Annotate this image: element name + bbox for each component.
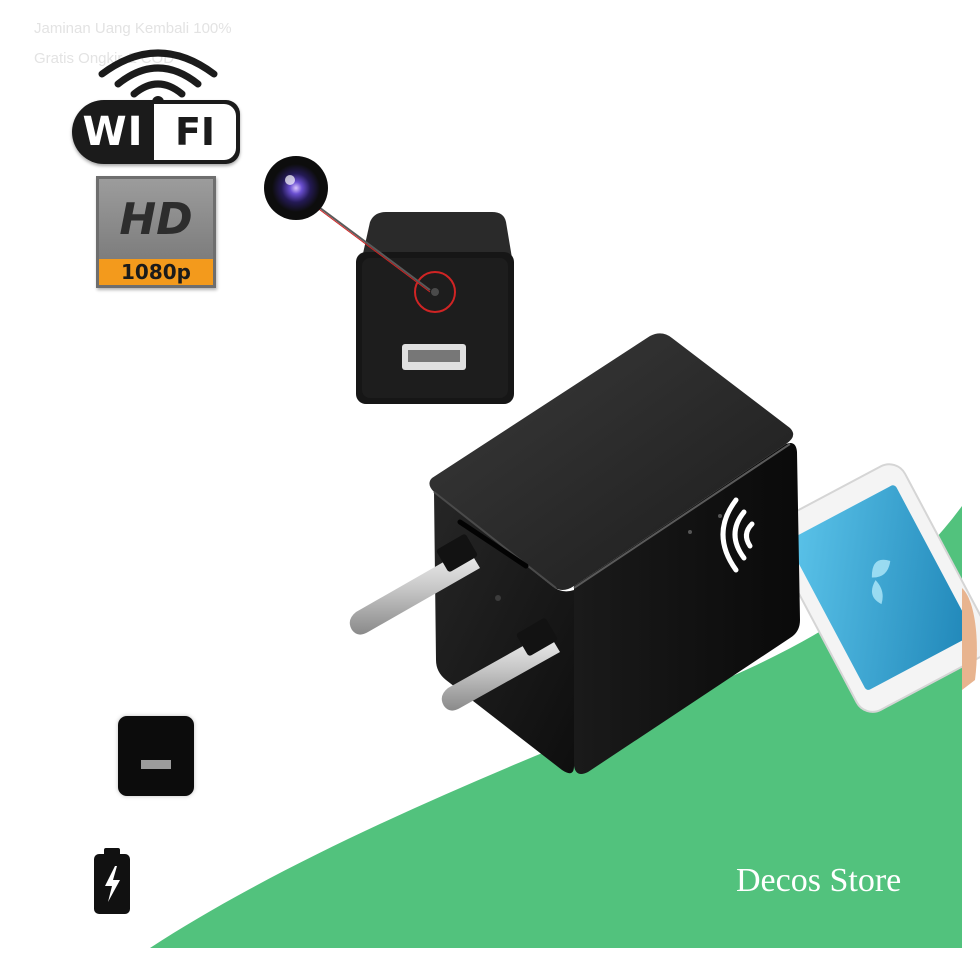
- camera-lens-icon: [264, 156, 328, 220]
- battery-charging-icon: [94, 848, 130, 914]
- wifi-label-pill: WI FI: [72, 100, 240, 164]
- wifi-label-left: WI: [82, 109, 144, 155]
- smartphone: [769, 463, 980, 713]
- watermark-line-1: Jaminan Uang Kembali 100%: [34, 20, 232, 37]
- usb-port-icon: [118, 716, 194, 796]
- plug-pin-lower: [441, 618, 560, 711]
- store-name: Decos Store: [736, 862, 902, 899]
- hand: [962, 588, 977, 690]
- charger-camera-front: [295, 189, 514, 404]
- plug-pin-upper: [349, 534, 480, 635]
- resolution-label: 1080p: [99, 259, 213, 285]
- wifi-label-right: FI: [154, 104, 236, 160]
- wireless-signal-icon: [720, 497, 755, 573]
- green-swoosh: [150, 506, 962, 948]
- usb-slot: [141, 760, 171, 769]
- hd-label: HD: [99, 179, 213, 259]
- pinhole-lens: [431, 288, 439, 296]
- wifi-badge: WI FI: [72, 40, 242, 170]
- hd-1080p-badge: HD 1080p: [96, 176, 216, 288]
